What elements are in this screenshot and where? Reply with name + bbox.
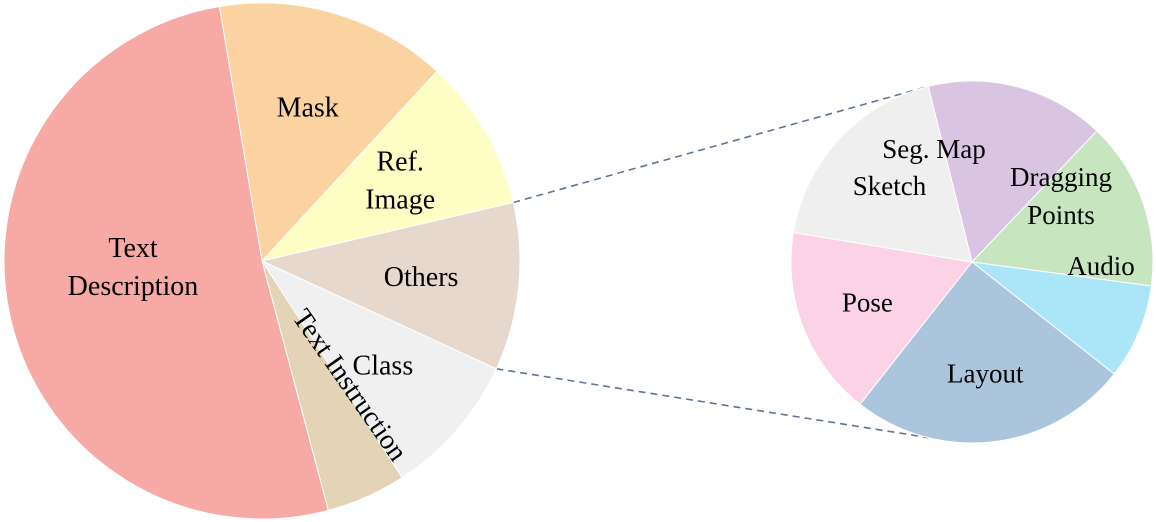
sub-slice-pose (790, 231, 973, 405)
sub-slice-dragging-points (970, 130, 1154, 287)
main-slice-ref-image (260, 70, 514, 262)
sub-label-sketch: Sketch (853, 171, 927, 201)
sub-slice-sketch (792, 85, 973, 263)
sub-label-layout: Layout (947, 358, 1024, 388)
sub-slice-seg-map (927, 80, 1098, 264)
sub-slice-audio (970, 261, 1152, 375)
main-slice-text-description (3, 5, 329, 520)
sub-label-seg-map: Seg. Map (882, 134, 986, 164)
main-slice-mask (218, 2, 438, 263)
main-slice-others (260, 201, 521, 370)
sub-label-audio: Audio (1067, 251, 1135, 281)
sub-label-pose: Pose (842, 288, 893, 318)
main-label-class: Class (353, 351, 414, 382)
main-label-ref-image: Ref.Image (365, 147, 435, 216)
sub-slice-layout (859, 261, 1115, 444)
connector-bottom (496, 368, 929, 439)
main-label-mask: Mask (277, 93, 339, 124)
main-slice-class (260, 259, 498, 479)
zoom-connectors (496, 85, 929, 439)
main-label-others: Others (384, 262, 459, 293)
